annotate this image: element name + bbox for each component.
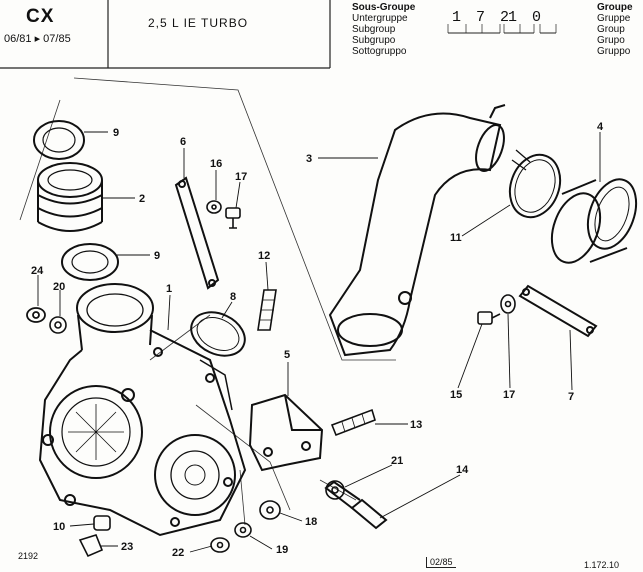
stud-13 xyxy=(330,408,376,437)
group-label-fr: Groupe xyxy=(597,2,633,13)
rubber-sleeve-4 xyxy=(550,178,638,264)
nut-23 xyxy=(78,534,104,558)
callout-17-lower: 17 xyxy=(503,389,515,401)
intake-pipe-3 xyxy=(328,104,506,357)
nut-10 xyxy=(93,515,111,531)
callout-13: 13 xyxy=(410,419,422,431)
header-frame xyxy=(0,0,557,69)
callout-24: 24 xyxy=(31,265,44,277)
callout-9-top: 9 xyxy=(113,127,119,139)
group-label-en: Group xyxy=(597,24,625,35)
callout-6: 6 xyxy=(180,136,186,148)
group-label-de: Gruppe xyxy=(597,13,631,24)
strap-6 xyxy=(174,176,220,290)
nut-22 xyxy=(210,537,230,553)
washer-18 xyxy=(259,500,281,520)
subgroup-label-de: Untergruppe xyxy=(352,13,408,24)
bolt-17-upper xyxy=(225,207,241,229)
production-dates: 06/81 ▸ 07/85 xyxy=(4,33,71,45)
group-label-it: Gruppo xyxy=(597,46,631,57)
callout-18: 18 xyxy=(305,516,317,528)
callout-21: 21 xyxy=(391,455,403,467)
callout-5: 5 xyxy=(284,349,290,361)
callout-12: 12 xyxy=(258,250,270,262)
gasket-9-top xyxy=(33,120,85,160)
bellows-sleeve-2 xyxy=(37,162,103,232)
footer-left-code: 2192 xyxy=(18,551,39,561)
group-code: 1 7 2 xyxy=(452,9,513,26)
callout-14: 14 xyxy=(456,464,469,476)
nut-24 xyxy=(26,307,46,323)
callout-2: 2 xyxy=(139,193,145,205)
callout-labels: 9 2 9 24 20 1 6 16 17 12 8 3 4 11 15 17 … xyxy=(31,121,604,559)
turbocharger-1 xyxy=(38,283,247,537)
callout-9-lower: 9 xyxy=(154,250,160,262)
callout-11: 11 xyxy=(450,232,462,244)
bolt-14 xyxy=(324,480,388,530)
bolt-15 xyxy=(477,311,501,325)
callout-10: 10 xyxy=(53,521,65,533)
washer-20 xyxy=(49,316,67,334)
callout-22: 22 xyxy=(172,547,184,559)
callout-8: 8 xyxy=(230,291,236,303)
washer-16 xyxy=(206,200,222,214)
callout-1: 1 xyxy=(166,283,172,295)
group-label-es: Grupo xyxy=(597,35,625,46)
callout-17-upper: 17 xyxy=(235,171,247,183)
callout-23: 23 xyxy=(121,541,133,553)
bracket-5 xyxy=(248,393,324,472)
subgroup-label-en: Subgroup xyxy=(352,24,396,35)
callout-15: 15 xyxy=(450,389,462,401)
callout-16: 16 xyxy=(210,158,222,170)
callout-3: 3 xyxy=(306,153,312,165)
hose-clamp-11 xyxy=(508,149,562,219)
gasket-9-lower xyxy=(61,243,119,281)
footer-page-ref: 1.172.10 xyxy=(584,560,620,570)
nut-19 xyxy=(234,522,252,538)
subgroup-label-es: Subgrupo xyxy=(352,35,396,46)
footer-date-stamp: 02/85 xyxy=(426,557,456,568)
callout-7: 7 xyxy=(568,391,574,403)
engine-title: 2,5 L IE TURBO xyxy=(148,16,249,30)
washer-17-lower xyxy=(500,294,516,314)
callout-4: 4 xyxy=(597,121,604,133)
leader-lines xyxy=(37,131,601,553)
callout-19: 19 xyxy=(276,544,288,556)
subgroup-label-it: Sottogruppo xyxy=(352,46,407,57)
stud-12 xyxy=(257,289,277,331)
subgroup-code: 1 0 xyxy=(508,9,545,26)
gasket-8 xyxy=(190,311,246,357)
callout-20: 20 xyxy=(53,281,65,293)
strap-7 xyxy=(518,284,598,338)
subgroup-label-fr: Sous-Groupe xyxy=(352,2,416,13)
model-name: CX xyxy=(26,6,55,27)
